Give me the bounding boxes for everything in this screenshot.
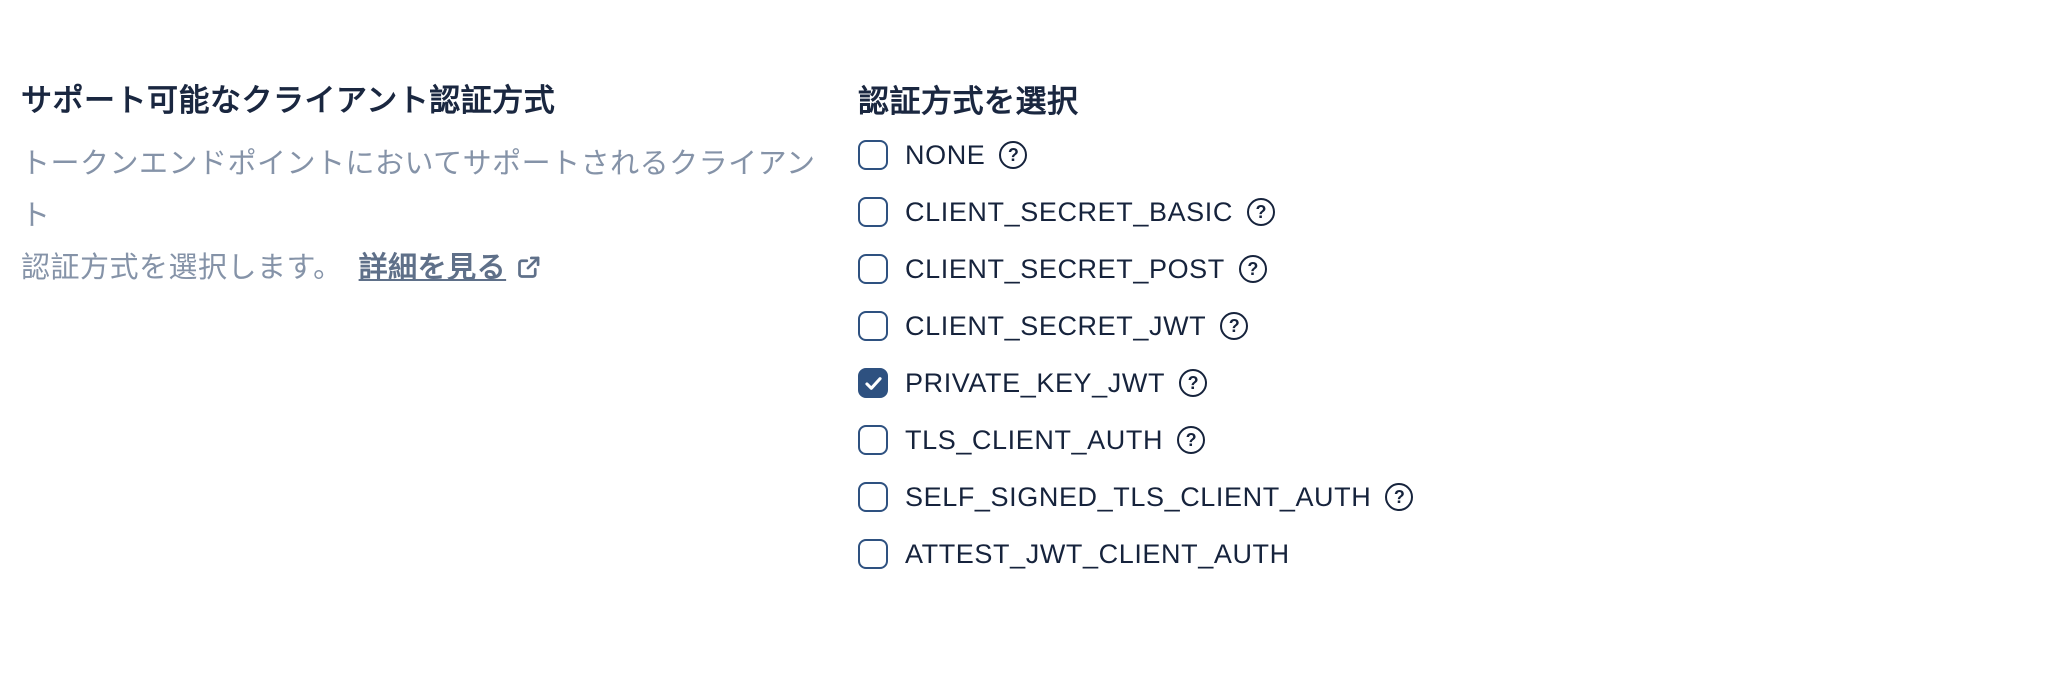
client-auth-section-info: サポート可能なクライアント認証方式 トークンエンドポイントにおいてサポートされる… bbox=[21, 83, 833, 294]
auth-method-label: CLIENT_SECRET_BASIC bbox=[905, 196, 1233, 227]
auth-method-option-row[interactable]: CLIENT_SECRET_JWT ? bbox=[858, 310, 1249, 341]
help-icon[interactable]: ? bbox=[999, 141, 1028, 169]
auth-method-label: ATTEST_JWT_CLIENT_AUTH bbox=[905, 538, 1290, 569]
help-icon[interactable]: ? bbox=[1385, 483, 1414, 511]
help-icon[interactable]: ? bbox=[1247, 198, 1275, 226]
auth-method-checkbox[interactable] bbox=[858, 539, 888, 569]
checkmark-icon bbox=[864, 376, 882, 390]
auth-method-checkbox[interactable] bbox=[858, 140, 888, 170]
auth-method-checkbox[interactable] bbox=[858, 197, 888, 227]
auth-method-option-row[interactable]: NONE ? bbox=[858, 139, 1028, 170]
auth-method-label: CLIENT_SECRET_JWT bbox=[905, 310, 1207, 341]
section-title: サポート可能なクライアント認証方式 bbox=[21, 83, 556, 118]
auth-method-option-row[interactable]: SELF_SIGNED_TLS_CLIENT_AUTH ? bbox=[858, 481, 1414, 512]
description-line2: 認証方式を選択します。 bbox=[21, 252, 343, 284]
auth-method-label: TLS_CLIENT_AUTH bbox=[905, 424, 1164, 455]
auth-method-label: PRIVATE_KEY_JWT bbox=[905, 367, 1166, 398]
auth-method-option-row[interactable]: CLIENT_SECRET_POST ? bbox=[858, 254, 1267, 284]
description-line1: トークンエンドポイントにおいてサポートされるクライアント bbox=[21, 148, 816, 232]
auth-method-label: SELF_SIGNED_TLS_CLIENT_AUTH bbox=[905, 481, 1372, 512]
auth-method-checkbox[interactable] bbox=[858, 368, 888, 398]
section-description: トークンエンドポイントにおいてサポートされるクライアント 認証方式を選択します。… bbox=[21, 138, 833, 294]
help-icon[interactable]: ? bbox=[1220, 312, 1249, 340]
auth-method-checkbox[interactable] bbox=[858, 311, 888, 341]
auth-method-option-row[interactable]: TLS_CLIENT_AUTH ? bbox=[858, 424, 1206, 455]
auth-method-checkbox[interactable] bbox=[858, 254, 888, 284]
help-icon[interactable]: ? bbox=[1179, 369, 1208, 397]
help-icon[interactable]: ? bbox=[1238, 255, 1267, 283]
external-link-icon bbox=[518, 256, 540, 278]
auth-method-option-row[interactable]: CLIENT_SECRET_BASIC ? bbox=[858, 197, 1275, 227]
auth-method-checkbox[interactable] bbox=[858, 482, 888, 512]
auth-method-options-list: NONE ? CLIENT_SECRET_BASIC ? CLIENT_SECR… bbox=[858, 139, 1414, 569]
auth-method-label: CLIENT_SECRET_POST bbox=[905, 253, 1225, 284]
details-link-label: 詳細を見る bbox=[358, 252, 507, 284]
options-title: 認証方式を選択 bbox=[858, 84, 1079, 119]
client-auth-options-panel: 認証方式を選択 NONE ? CLIENT_SECRET_BASIC ? CLI… bbox=[858, 84, 1414, 596]
auth-method-label: NONE bbox=[905, 139, 986, 170]
auth-method-option-row[interactable]: PRIVATE_KEY_JWT ? bbox=[858, 367, 1208, 398]
details-link[interactable]: 詳細を見る bbox=[359, 252, 543, 284]
help-icon[interactable]: ? bbox=[1177, 426, 1206, 454]
auth-method-option-row[interactable]: ATTEST_JWT_CLIENT_AUTH bbox=[858, 539, 1290, 569]
auth-method-checkbox[interactable] bbox=[858, 425, 888, 455]
